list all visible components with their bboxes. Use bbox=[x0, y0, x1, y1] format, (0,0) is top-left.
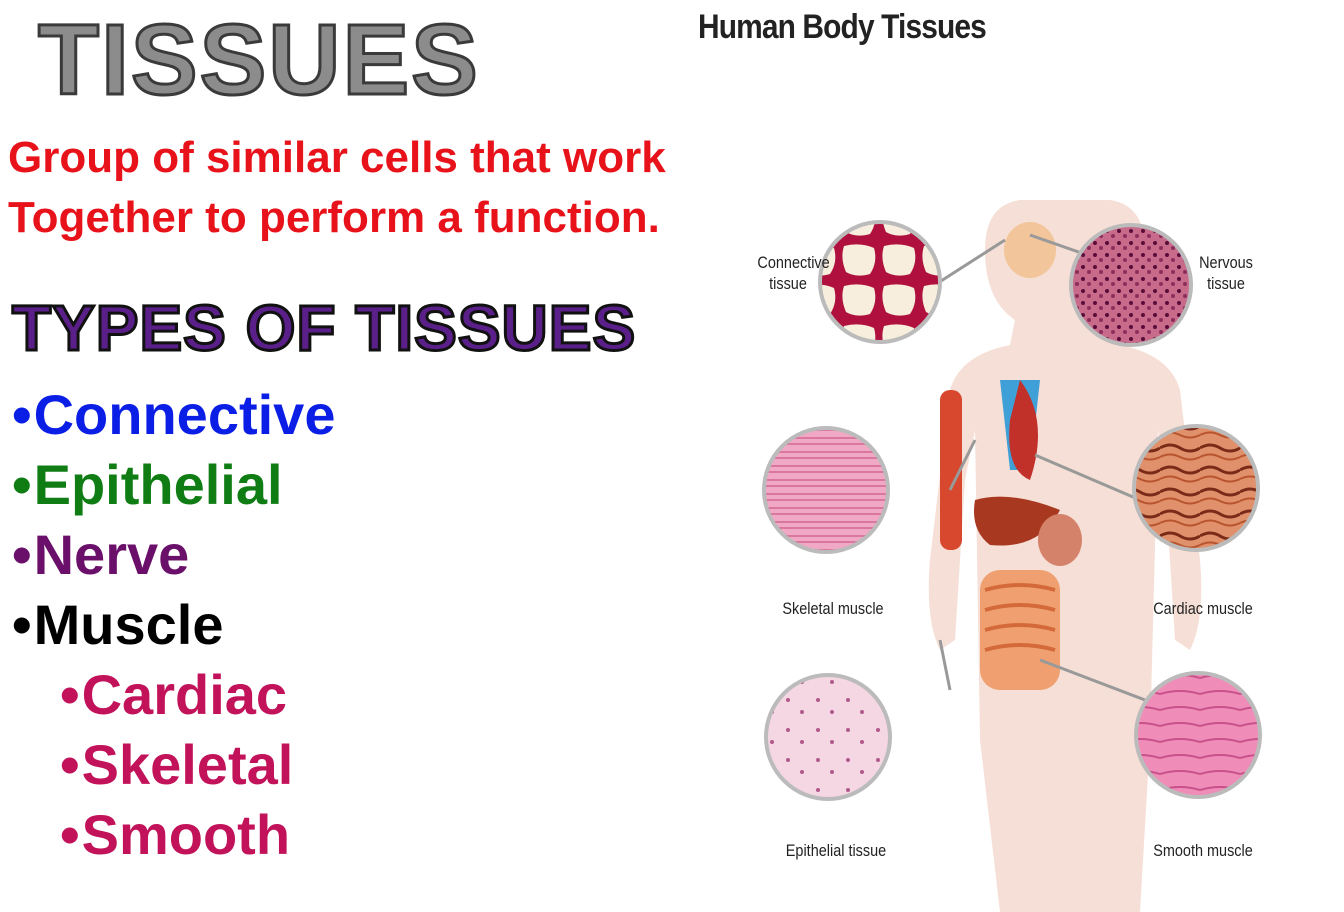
label-smooth-muscle: Smooth muscle bbox=[1153, 841, 1253, 860]
label-line: tissue bbox=[1207, 274, 1245, 293]
bullet: • bbox=[60, 733, 80, 796]
diagram-title: Human Body Tissues bbox=[698, 8, 987, 46]
epithelial-tissue-circle bbox=[764, 673, 892, 801]
bullet: • bbox=[60, 803, 80, 866]
label-line: tissue bbox=[769, 274, 807, 293]
tissue-definition: Group of similar cells that work Togethe… bbox=[8, 128, 828, 248]
bullet: • bbox=[60, 663, 80, 726]
human-body-tissues-illustration bbox=[762, 200, 1262, 912]
nervous-tissue-circle bbox=[1069, 223, 1193, 347]
connective-tissue-circle bbox=[818, 220, 942, 344]
tissue-types-list: •Connective •Epithelial •Nerve •Muscle •… bbox=[12, 380, 335, 870]
definition-line-2: Together to perform a function. bbox=[8, 193, 660, 242]
type-epithelial: •Epithelial bbox=[12, 450, 335, 520]
cardiac-muscle-circle bbox=[1132, 424, 1260, 552]
label-connective-tissue: Connective tissue bbox=[757, 252, 830, 294]
type-nerve: •Nerve bbox=[12, 520, 335, 590]
muscle-label: Cardiac bbox=[81, 663, 288, 726]
bullet: • bbox=[12, 523, 32, 586]
muscle-smooth: •Smooth bbox=[12, 800, 335, 870]
bullet: • bbox=[12, 383, 32, 446]
skeletal-muscle-circle bbox=[762, 426, 890, 554]
bullet: • bbox=[12, 593, 32, 656]
label-cardiac-muscle: Cardiac muscle bbox=[1153, 599, 1253, 618]
type-label: Epithelial bbox=[33, 453, 283, 516]
label-epithelial-tissue: Epithelial tissue bbox=[785, 841, 887, 860]
bullet: • bbox=[12, 453, 32, 516]
smooth-muscle-circle bbox=[1134, 671, 1262, 799]
type-connective: •Connective bbox=[12, 380, 335, 450]
type-label: Nerve bbox=[33, 523, 190, 586]
definition-line-1: Group of similar cells that work bbox=[8, 133, 666, 182]
slide-title: TISSUES bbox=[37, 4, 480, 116]
muscle-skeletal: •Skeletal bbox=[12, 730, 335, 800]
muscle-cardiac: •Cardiac bbox=[12, 660, 335, 730]
label-skeletal-muscle: Skeletal muscle bbox=[782, 599, 884, 618]
label-line: Nervous bbox=[1199, 253, 1253, 272]
type-muscle: •Muscle bbox=[12, 590, 335, 660]
types-heading: TYPES OF TISSUES bbox=[10, 292, 637, 364]
label-line: Connective bbox=[757, 253, 830, 272]
muscle-label: Skeletal bbox=[81, 733, 294, 796]
muscle-label: Smooth bbox=[81, 803, 291, 866]
label-nervous-tissue: Nervous tissue bbox=[1197, 252, 1255, 294]
type-label: Muscle bbox=[33, 593, 224, 656]
type-label: Connective bbox=[33, 383, 336, 446]
